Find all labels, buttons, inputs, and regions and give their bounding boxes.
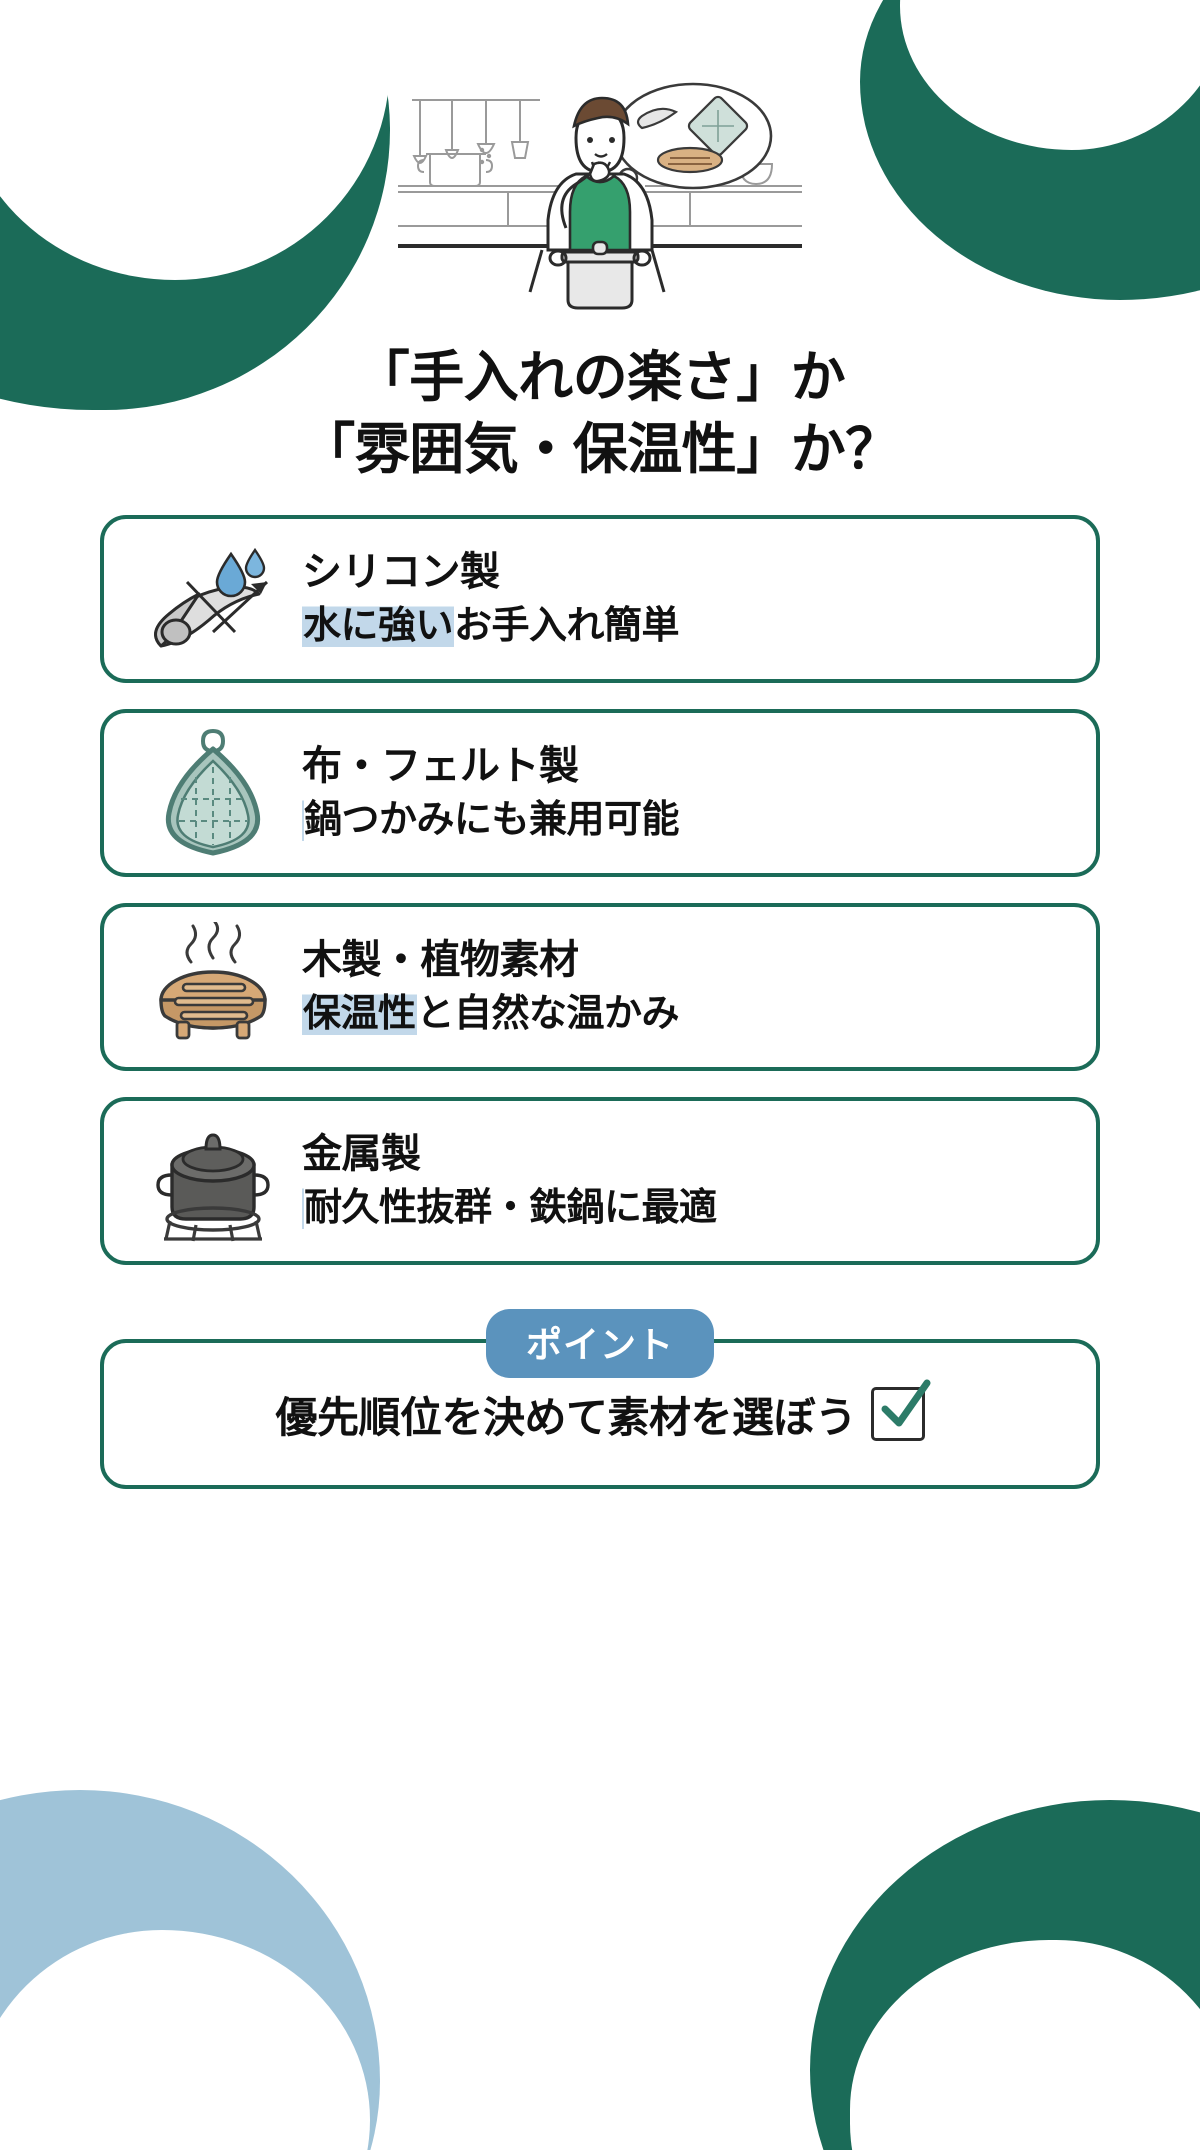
decorative-blob-bottom-left-inner (0, 1930, 370, 2150)
metal-pot-on-trivet-icon (138, 1116, 288, 1246)
material-card-text: 布・フェルト製 鍋つかみにも兼用可能 (288, 743, 680, 843)
decorative-blob-bottom-left (0, 1790, 380, 2150)
desc-rest: お手入れ簡単 (454, 603, 680, 648)
decorative-blob-bottom-right-inner (850, 1940, 1200, 2150)
material-card-text: シリコン製 水に強いお手入れ簡単 (288, 549, 680, 649)
highlighted-phrase (302, 1185, 304, 1230)
point-text: 優先順位を決めて素材を選ぼう (275, 1392, 857, 1442)
material-card-title: 金属製 (302, 1131, 421, 1178)
point-section: ポイント 優先順位を決めて素材を選ぼう (100, 1309, 1100, 1489)
wooden-trivet-icon (138, 922, 288, 1052)
thinking-cook-illustration (398, 82, 802, 310)
desc-rest: と自然な温かみ (416, 991, 680, 1036)
cook-person-illustration (546, 96, 654, 252)
highlighted-phrase: 水に強い (302, 603, 455, 648)
desc-rest: 耐久性抜群・鉄鍋に最適 (304, 1185, 717, 1230)
page-title-line-2: 「雰囲気・保温性」か？ (300, 416, 900, 481)
material-card-title: 木製・植物素材 (302, 937, 579, 984)
fabric-felt-potholder-icon (138, 728, 288, 858)
hero-illustration (100, 0, 1100, 334)
highlighted-phrase (302, 797, 304, 842)
thought-bubble-icon (607, 82, 773, 201)
point-badge: ポイント (485, 1309, 715, 1378)
highlighted-phrase: 保温性 (302, 991, 417, 1036)
material-card-desc: 耐久性抜群・鉄鍋に最適 (302, 1184, 717, 1230)
material-card-metal[interactable]: 金属製 耐久性抜群・鉄鍋に最適 (100, 1097, 1100, 1265)
material-card-desc: 水に強いお手入れ簡単 (302, 602, 680, 648)
material-card-wood-plant[interactable]: 木製・植物素材 保温性と自然な温かみ (100, 903, 1100, 1071)
decorative-blob-bottom-right (810, 1800, 1200, 2150)
material-card-list: シリコン製 水に強いお手入れ簡単 (100, 515, 1100, 1265)
desc-rest: 鍋つかみにも兼用可能 (304, 797, 680, 842)
checkmark-icon[interactable] (870, 1379, 930, 1441)
pot-on-stove-icon (548, 240, 652, 310)
page-title-line-1: 「手入れの楽さ」か (354, 345, 846, 409)
material-card-text: 金属製 耐久性抜群・鉄鍋に最適 (288, 1131, 717, 1231)
page-title: 「手入れの楽さ」か 「雰囲気・保温性」か？ (100, 334, 1100, 515)
material-card-text: 木製・植物素材 保温性と自然な温かみ (288, 937, 680, 1037)
content-column: 「手入れの楽さ」か 「雰囲気・保温性」か？ (100, 0, 1100, 1489)
material-card-title: 布・フェルト製 (302, 743, 579, 790)
material-card-desc: 鍋つかみにも兼用可能 (302, 796, 680, 842)
material-card-fabric-felt[interactable]: 布・フェルト製 鍋つかみにも兼用可能 (100, 709, 1100, 877)
material-card-title: シリコン製 (302, 549, 500, 596)
water-repellent-silicone-mat-icon (138, 534, 288, 664)
material-card-silicone[interactable]: シリコン製 水に強いお手入れ簡単 (100, 515, 1100, 683)
material-card-desc: 保温性と自然な温かみ (302, 990, 680, 1036)
